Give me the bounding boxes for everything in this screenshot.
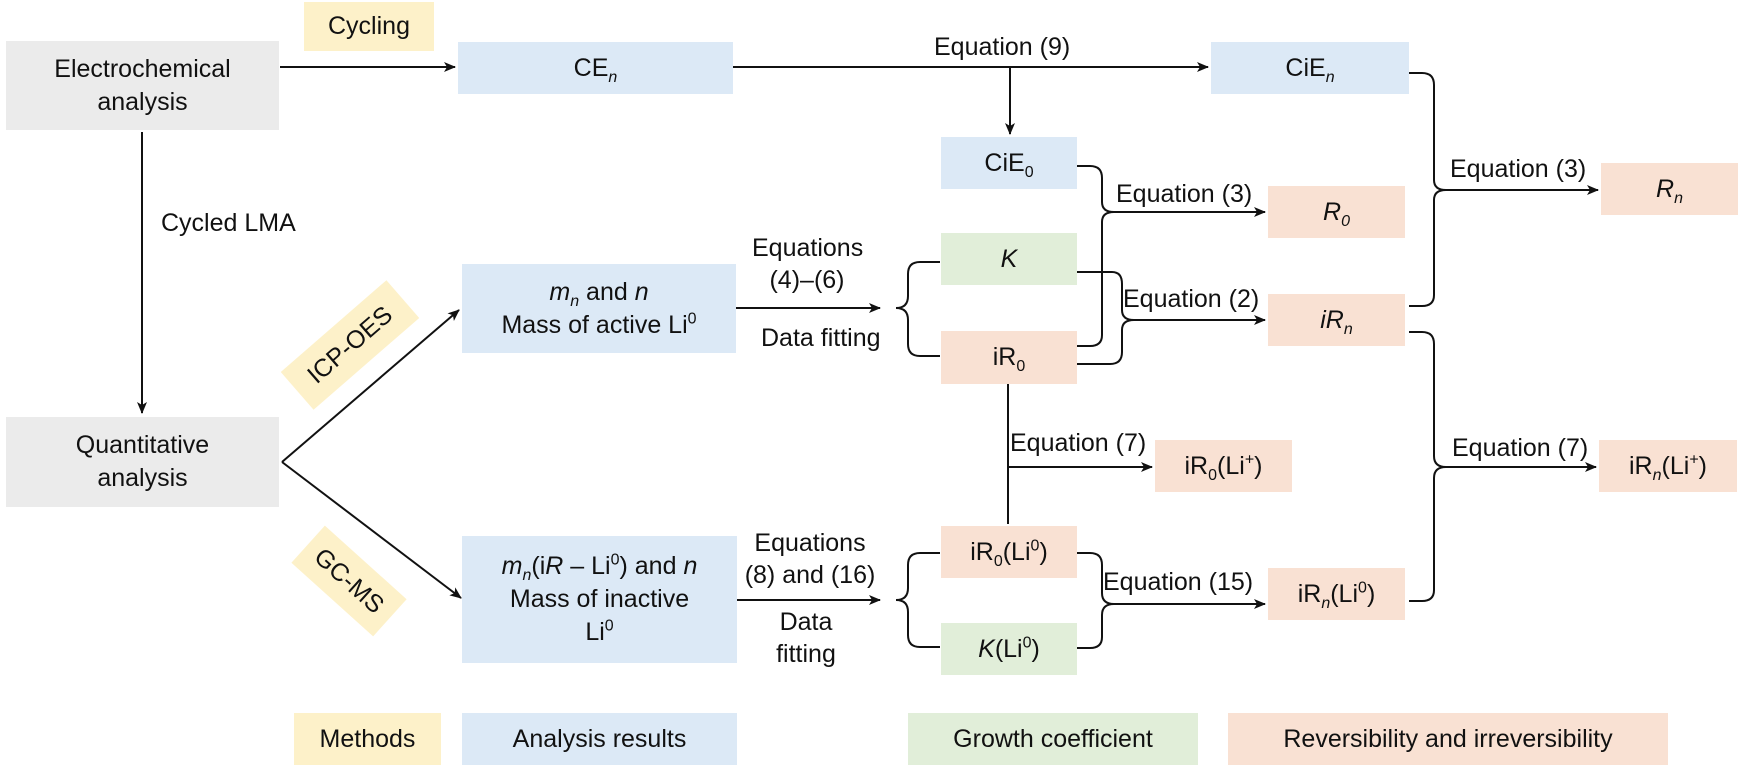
ce-n-text: CEn: [573, 53, 618, 86]
label-cycled-lma: Cycled LMA: [161, 209, 296, 237]
inactive-line3: Li0: [585, 617, 614, 646]
brace-cie0-ir0-to-r0: [1076, 165, 1115, 347]
cie-0-text: CiE0: [984, 148, 1034, 181]
label-equation-3-mid: Equation (3): [1116, 180, 1253, 208]
arrow-quantitative-to-active: [281, 309, 460, 463]
legend-analysis-results-label: Analysis results: [512, 724, 687, 753]
brace-k-ir0: [895, 261, 940, 357]
label-data-fitting-2: Data fitting: [766, 606, 846, 670]
inactive-line1: mn(iR – Li0) and n: [501, 551, 698, 584]
irn-liplus-text: iRn(Li+): [1629, 451, 1707, 484]
node-cie-0: CiE0: [941, 137, 1077, 189]
label-equation-3-top: Equation (3): [1450, 155, 1587, 183]
legend-methods-label: Methods: [319, 724, 416, 753]
label-data-fitting-2-l1: Data: [779, 608, 833, 636]
brace-irn-irnli0-to-irnliplus: [1409, 331, 1447, 602]
node-k-li0: K(Li0): [941, 623, 1077, 675]
r0-text: R0: [1323, 197, 1350, 230]
inactive-line2: Mass of inactive: [509, 585, 690, 613]
node-ir0: iR0: [941, 331, 1077, 384]
node-r0: R0: [1268, 186, 1405, 238]
label-equations-4-6-l2: (4)–(6): [769, 266, 845, 294]
label-equations-8-16-l2: (8) and (16): [744, 561, 876, 589]
label-equations-8-16: Equations (8) and (16): [740, 527, 880, 591]
irn-text: iRn: [1320, 305, 1353, 338]
arrow-quantitative-to-inactive: [281, 461, 462, 599]
method-cycling-label: Cycling: [328, 12, 410, 40]
node-electrochemical-label: Electrochemical analysis: [54, 54, 231, 116]
rn-text: Rn: [1656, 174, 1683, 207]
node-k: K: [941, 233, 1077, 285]
k-text: K: [1000, 244, 1018, 273]
node-irn: iRn: [1268, 294, 1405, 346]
node-ir0-liplus: iR0(Li+): [1155, 440, 1292, 492]
legend-growth-coefficient-label: Growth coefficient: [953, 724, 1153, 753]
label-equation-2: Equation (2): [1123, 285, 1260, 313]
brace-cien-irn-to-rn: [1409, 72, 1447, 307]
node-electrochemical-analysis: Electrochemical analysis: [6, 41, 279, 130]
label-equation-15: Equation (15): [1103, 568, 1254, 596]
label-equations-8-16-l1: Equations: [754, 529, 866, 557]
node-ce-n: CEn: [458, 42, 733, 94]
legend-growth-coefficient: Growth coefficient: [908, 713, 1198, 765]
label-data-fitting: Data fitting: [761, 324, 881, 352]
ir0-text: iR0: [992, 343, 1026, 375]
brace-ir0li0-kli0: [895, 552, 940, 648]
irn-li0-text: iRn(Li0): [1297, 579, 1376, 612]
label-equation-7-right: Equation (7): [1452, 434, 1589, 462]
node-irn-li0: iRn(Li0): [1268, 568, 1405, 620]
active-line1: mn and n: [549, 277, 649, 310]
label-equations-4-6-l1: Equations: [752, 234, 864, 262]
label-equation-9: Equation (9): [934, 33, 1071, 61]
ir0-li0-text: iR0(Li0): [970, 537, 1048, 570]
label-data-fitting-2-l2: fitting: [776, 640, 836, 668]
node-cie-n: CiEn: [1211, 42, 1409, 94]
node-quantitative-analysis: Quantitative analysis: [6, 417, 279, 507]
k-li0-text: K(Li0): [978, 634, 1040, 663]
cie-n-text: CiEn: [1285, 53, 1335, 86]
legend-reversibility-label: Reversibility and irreversibility: [1283, 724, 1613, 753]
active-line2: Mass of active Li0: [501, 310, 697, 339]
ir0-liplus-text: iR0(Li+): [1184, 451, 1263, 484]
legend-reversibility: Reversibility and irreversibility: [1228, 713, 1668, 765]
node-quantitative-label: Quantitative analysis: [75, 431, 210, 492]
node-rn: Rn: [1601, 163, 1738, 215]
legend-methods: Methods: [294, 713, 441, 765]
legend-analysis-results: Analysis results: [462, 713, 737, 765]
node-inactive-li: mn(iR – Li0) and n Mass of inactive Li0: [462, 536, 737, 663]
label-equations-4-6: Equations (4)–(6): [752, 232, 864, 296]
node-active-li: mn and n Mass of active Li0: [462, 264, 736, 353]
label-equation-7-mid: Equation (7): [1010, 429, 1147, 457]
node-ir0-li0: iR0(Li0): [941, 526, 1077, 578]
method-cycling: Cycling: [304, 2, 434, 51]
node-irn-liplus: iRn(Li+): [1599, 440, 1737, 492]
